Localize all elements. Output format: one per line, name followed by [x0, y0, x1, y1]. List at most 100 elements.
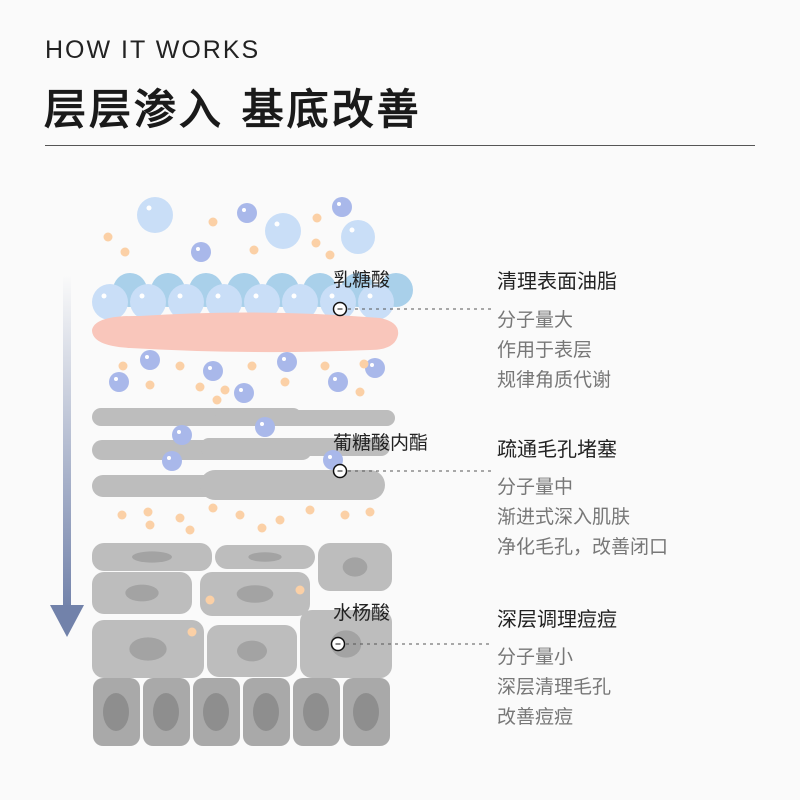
ingredient-label-2: 葡糖酸内酯 [333, 432, 429, 454]
lipid-dot [235, 510, 245, 520]
lipid-dot [280, 377, 290, 387]
detail-line: 改善痘痘 [497, 706, 574, 728]
lipid-dot [325, 250, 335, 260]
cell-nucleus [248, 552, 282, 562]
benefit-details-2: 分子量中 渐进式深入肌肤 净化毛孔，改善闭口 [497, 472, 668, 562]
ingredient-label-3: 水杨酸 [333, 602, 391, 624]
kicker-how-it-works: HOW IT WORKS [45, 36, 261, 64]
molecule-highlight [242, 208, 246, 212]
lipid-dot [359, 359, 369, 369]
benefit-details-3: 分子量小 深层清理毛孔 改善痘痘 [497, 642, 611, 732]
molecule-highlight [167, 456, 171, 460]
cell-nucleus [236, 585, 274, 603]
ingredient-label-1: 乳糖酸 [333, 269, 391, 291]
lipid-dot [340, 510, 350, 520]
bubble [206, 284, 242, 320]
molecule [191, 242, 211, 262]
cell-nucleus [132, 551, 172, 563]
lipid-dot [212, 395, 222, 405]
benefit-heading-3: 深层调理痘痘 [497, 607, 617, 631]
lipid-dot [320, 361, 330, 371]
molecule-highlight [333, 377, 337, 381]
bubble-highlight [146, 205, 152, 211]
molecule [328, 372, 348, 392]
lipid-dot [220, 385, 230, 395]
bubble-highlight [349, 227, 355, 233]
lipid-dot [247, 361, 257, 371]
bubble-highlight [177, 293, 183, 299]
benefit-heading-1: 清理表面油脂 [497, 269, 617, 293]
lipid-dot [103, 232, 113, 242]
basal-nucleus [303, 693, 329, 731]
flat-cell [200, 470, 385, 500]
lipid-dot [355, 387, 365, 397]
lipid-dot [120, 247, 130, 257]
benefit-details-1: 分子量大 作用于表层 规律角质代谢 [497, 305, 611, 395]
basal-nucleus [153, 693, 179, 731]
bubble-highlight [367, 293, 373, 299]
flat-cell [200, 438, 390, 456]
title-divider [45, 145, 755, 146]
lipid-dot [143, 507, 153, 517]
basal-nucleus [103, 693, 129, 731]
lipid-dot [365, 507, 375, 517]
lipid-dot [208, 217, 218, 227]
page-title: 层层渗入 基底改善 [44, 85, 422, 134]
cell-nucleus [342, 557, 368, 577]
bubble-highlight [253, 293, 259, 299]
cell-nucleus [129, 637, 167, 661]
detail-line: 净化毛孔，改善闭口 [497, 536, 669, 558]
detail-line: 作用于表层 [497, 339, 593, 361]
bubble [358, 284, 394, 320]
bubble [265, 213, 301, 249]
bubble-highlight [274, 221, 280, 227]
molecule [332, 197, 352, 217]
detail-line: 分子量大 [497, 309, 574, 331]
lipid-dot [175, 513, 185, 523]
lipid-dot [195, 382, 205, 392]
molecule [203, 361, 223, 381]
basal-nucleus [253, 693, 279, 731]
lipid-dot [208, 503, 218, 513]
lipid-dot [275, 515, 285, 525]
ingredient-markers [330, 301, 492, 652]
bubble [130, 284, 166, 320]
detail-line: 分子量小 [497, 646, 574, 668]
molecule-highlight [208, 366, 212, 370]
molecule-highlight [196, 247, 200, 251]
molecule [172, 425, 192, 445]
molecule [365, 358, 385, 378]
bubble [282, 284, 318, 320]
bubble [137, 197, 173, 233]
cell-nucleus [237, 640, 267, 662]
bubble-highlight [215, 293, 221, 299]
basal-nucleus [203, 693, 229, 731]
lipid-dot [257, 523, 267, 533]
molecule [255, 417, 275, 437]
molecule [234, 383, 254, 403]
basal-nucleus [353, 693, 379, 731]
bubble [168, 284, 204, 320]
lipid-dot [145, 520, 155, 530]
epidermis-cells [92, 408, 395, 746]
bubble-highlight [291, 293, 297, 299]
bubble [92, 284, 128, 320]
surface-bubbles [92, 197, 413, 320]
lipid-dot [175, 361, 185, 371]
lipid-dot [312, 213, 322, 223]
molecule [237, 203, 257, 223]
benefit-heading-2: 疏通毛孔堵塞 [497, 437, 617, 461]
bubble-highlight [101, 293, 107, 299]
lipid-dot [187, 627, 197, 637]
molecule-highlight [177, 430, 181, 434]
molecule-highlight [282, 357, 286, 361]
detail-line: 分子量中 [497, 476, 574, 498]
bubble-highlight [329, 293, 335, 299]
bubble [341, 220, 375, 254]
bubble [244, 284, 280, 320]
molecule-highlight [337, 202, 341, 206]
flat-cell [215, 410, 395, 426]
bubble-highlight [139, 293, 145, 299]
molecule-highlight [328, 455, 332, 459]
